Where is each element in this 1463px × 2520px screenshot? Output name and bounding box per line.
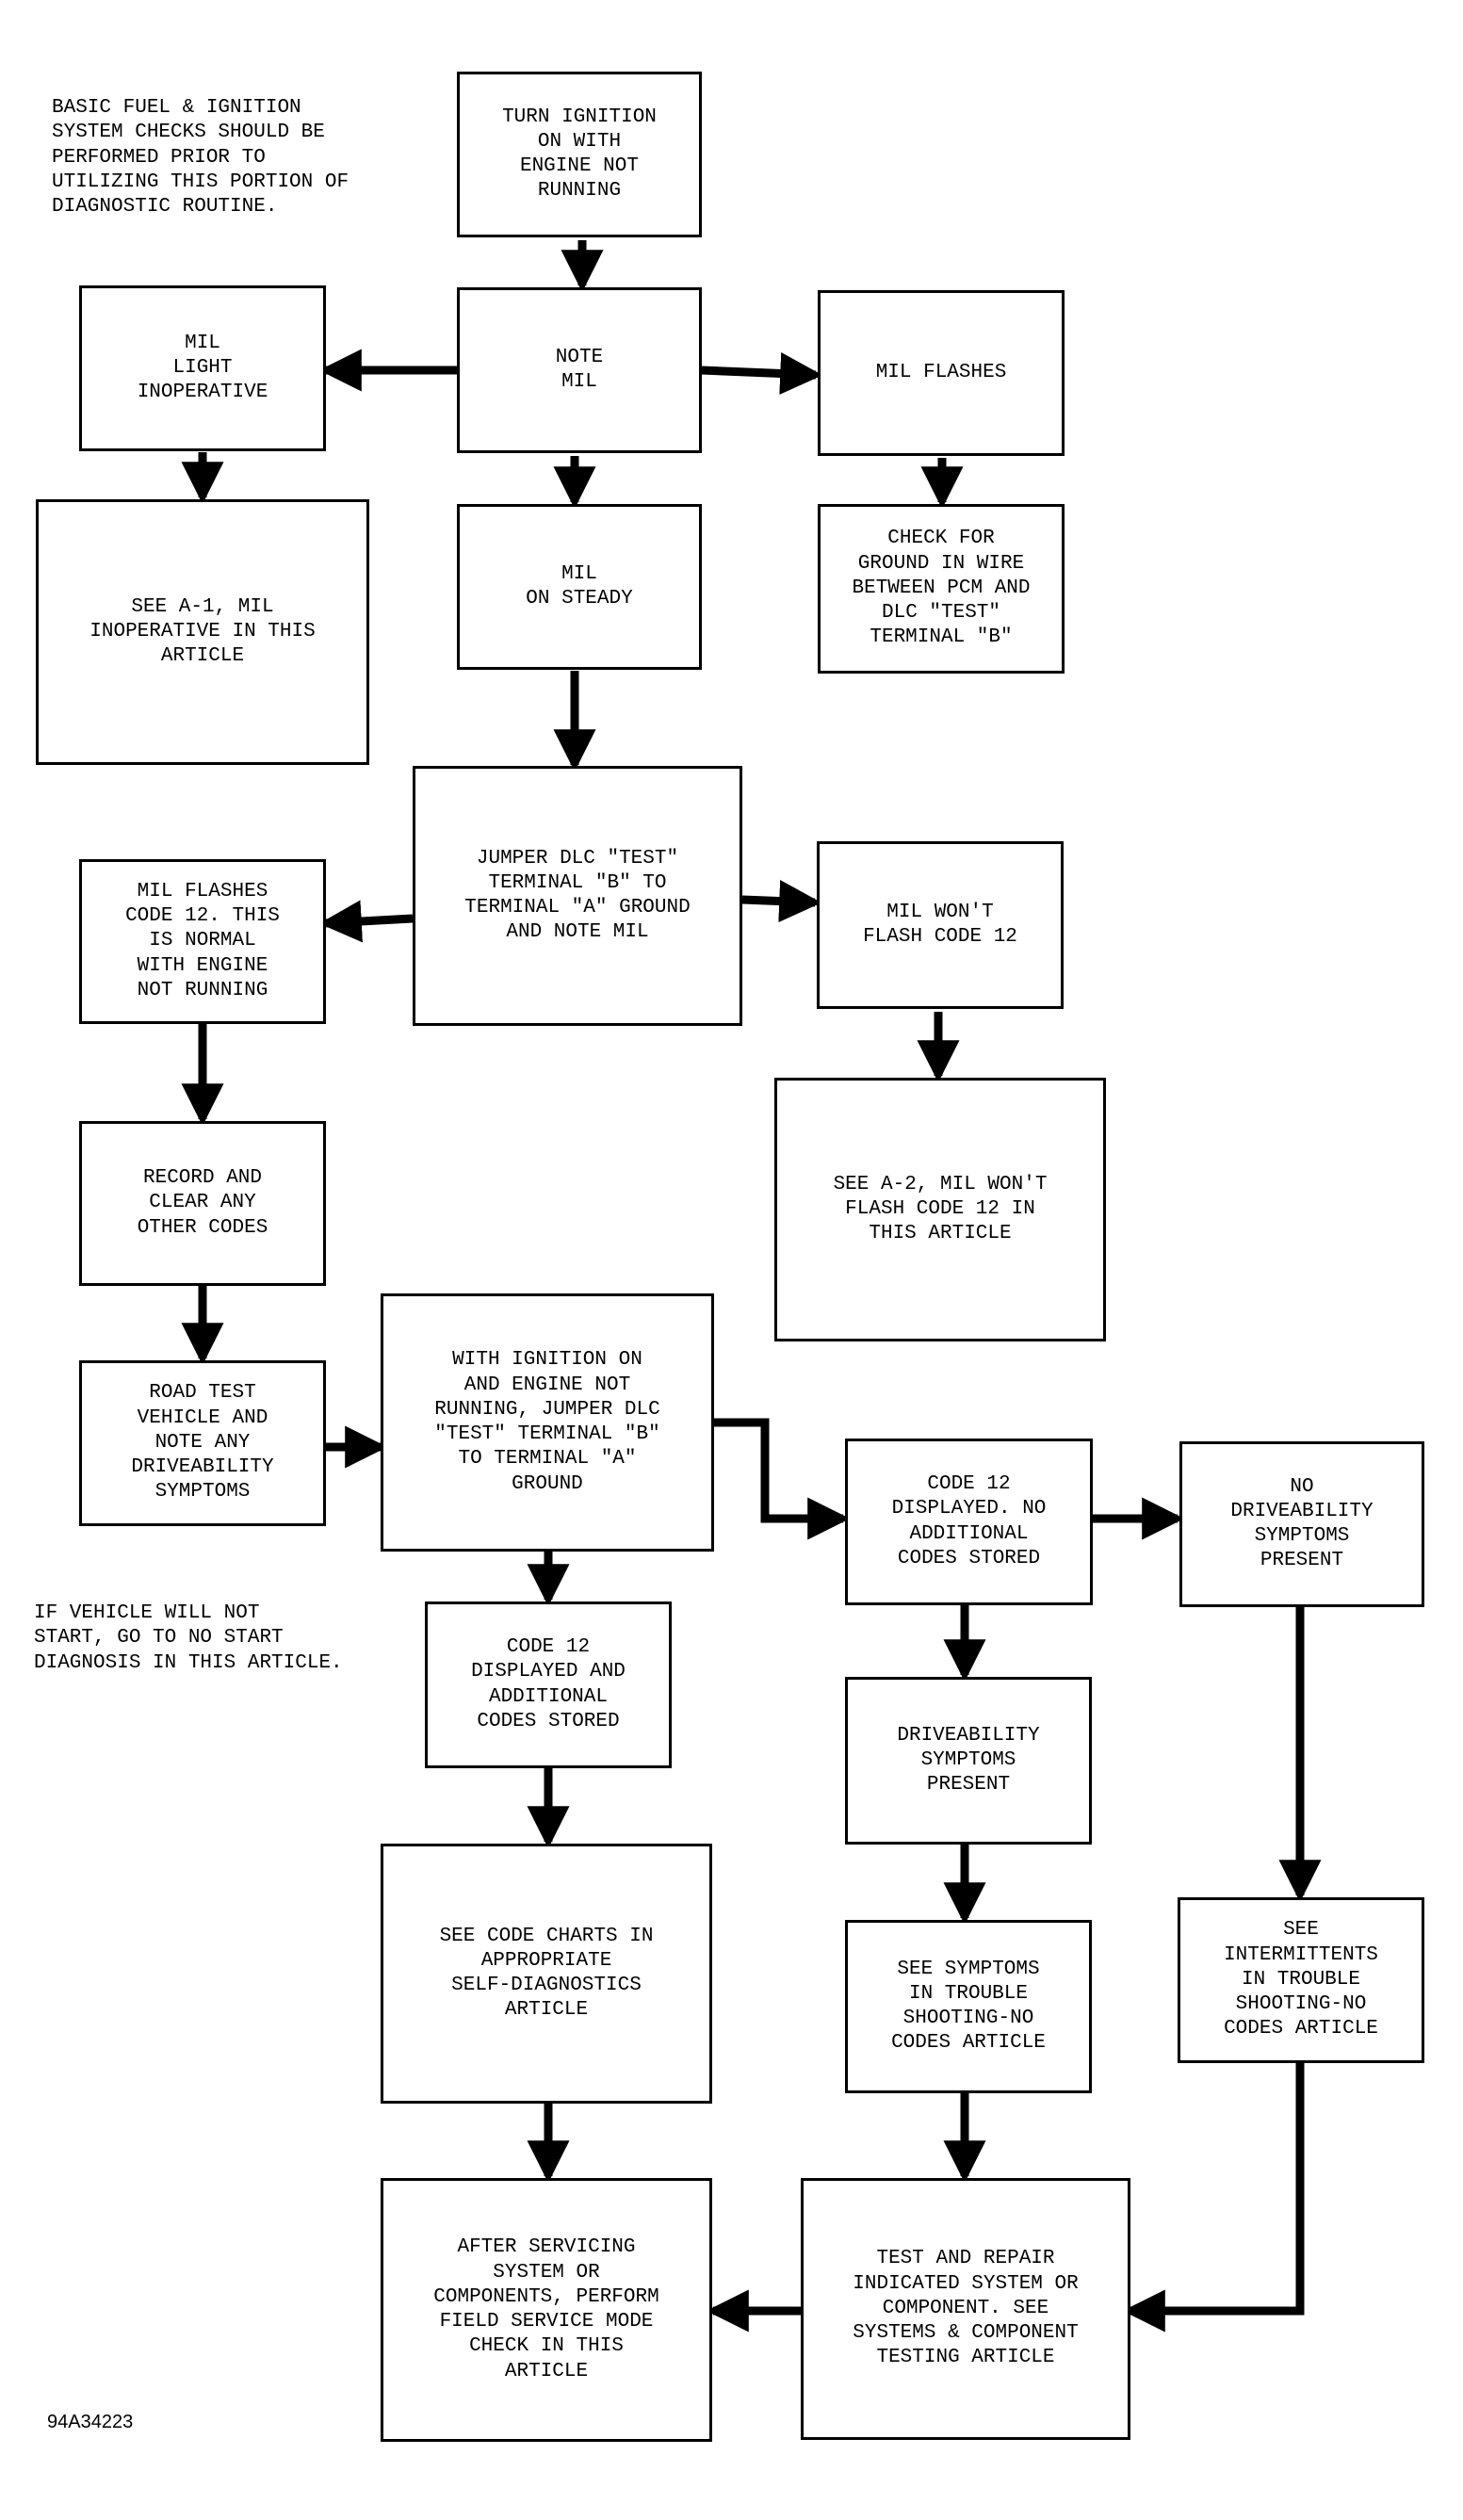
box-note-mil: NOTE MIL <box>457 287 702 453</box>
top-note: BASIC FUEL & IGNITION SYSTEM CHECKS SHOU… <box>52 97 349 218</box>
box-code12-additional: CODE 12 DISPLAYED AND ADDITIONAL CODES S… <box>425 1601 672 1768</box>
box-mil-wont-flash: MIL WON'T FLASH CODE 12 <box>817 841 1064 1009</box>
arrow-jumper-dlc-to-mil-flashes-code12 <box>318 900 414 943</box>
box-driveability-present: DRIVEABILITY SYMPTOMS PRESENT <box>845 1677 1092 1845</box>
box-jumper-dlc: JUMPER DLC "TEST" TERMINAL "B" TO TERMIN… <box>413 766 742 1026</box>
box-see-code-charts: SEE CODE CHARTS IN APPROPRIATE SELF-DIAG… <box>381 1844 712 2104</box>
box-see-a2: SEE A-2, MIL WON'T FLASH CODE 12 IN THIS… <box>774 1078 1106 1341</box>
no-start-note: IF VEHICLE WILL NOT START, GO TO NO STAR… <box>34 1602 343 1674</box>
box-see-a1: SEE A-1, MIL INOPERATIVE IN THIS ARTICLE <box>36 499 369 765</box>
box-check-ground: CHECK FOR GROUND IN WIRE BETWEEN PCM AND… <box>818 504 1065 674</box>
arrow-jumper-dlc-to-mil-wont-flash <box>741 880 822 923</box>
box-test-repair: TEST AND REPAIR INDICATED SYSTEM OR COMP… <box>801 2178 1130 2440</box>
box-mil-on-steady: MIL ON STEADY <box>457 504 702 670</box>
box-record-clear: RECORD AND CLEAR ANY OTHER CODES <box>79 1121 326 1286</box>
box-mil-inoperative: MIL LIGHT INOPERATIVE <box>79 285 326 451</box>
arrow-see-intermittents-to-test-repair <box>1122 2063 1305 2333</box>
box-turn-ignition: TURN IGNITION ON WITH ENGINE NOT RUNNING <box>457 72 702 237</box>
box-no-driveability: NO DRIVEABILITY SYMPTOMS PRESENT <box>1179 1441 1424 1607</box>
arrow-with-ignition-to-code12-no-additional <box>714 1418 851 1540</box>
box-code12-no-additional: CODE 12 DISPLAYED. NO ADDITIONAL CODES S… <box>845 1439 1093 1605</box>
box-with-ignition-on: WITH IGNITION ON AND ENGINE NOT RUNNING,… <box>381 1293 714 1552</box>
box-road-test: ROAD TEST VEHICLE AND NOTE ANY DRIVEABIL… <box>79 1360 326 1526</box>
box-mil-flashes-code12: MIL FLASHES CODE 12. THIS IS NORMAL WITH… <box>79 859 326 1024</box>
figure-id: 94A34223 <box>47 2412 134 2432</box>
box-after-servicing: AFTER SERVICING SYSTEM OR COMPONENTS, PE… <box>381 2178 712 2442</box>
box-mil-flashes: MIL FLASHES <box>818 290 1065 456</box>
box-see-intermittents: SEE INTERMITTENTS IN TROUBLE SHOOTING-NO… <box>1178 1897 1424 2063</box>
arrow-note-mil-to-mil-flashes <box>701 351 823 395</box>
box-see-symptoms: SEE SYMPTOMS IN TROUBLE SHOOTING-NO CODE… <box>845 1920 1092 2093</box>
